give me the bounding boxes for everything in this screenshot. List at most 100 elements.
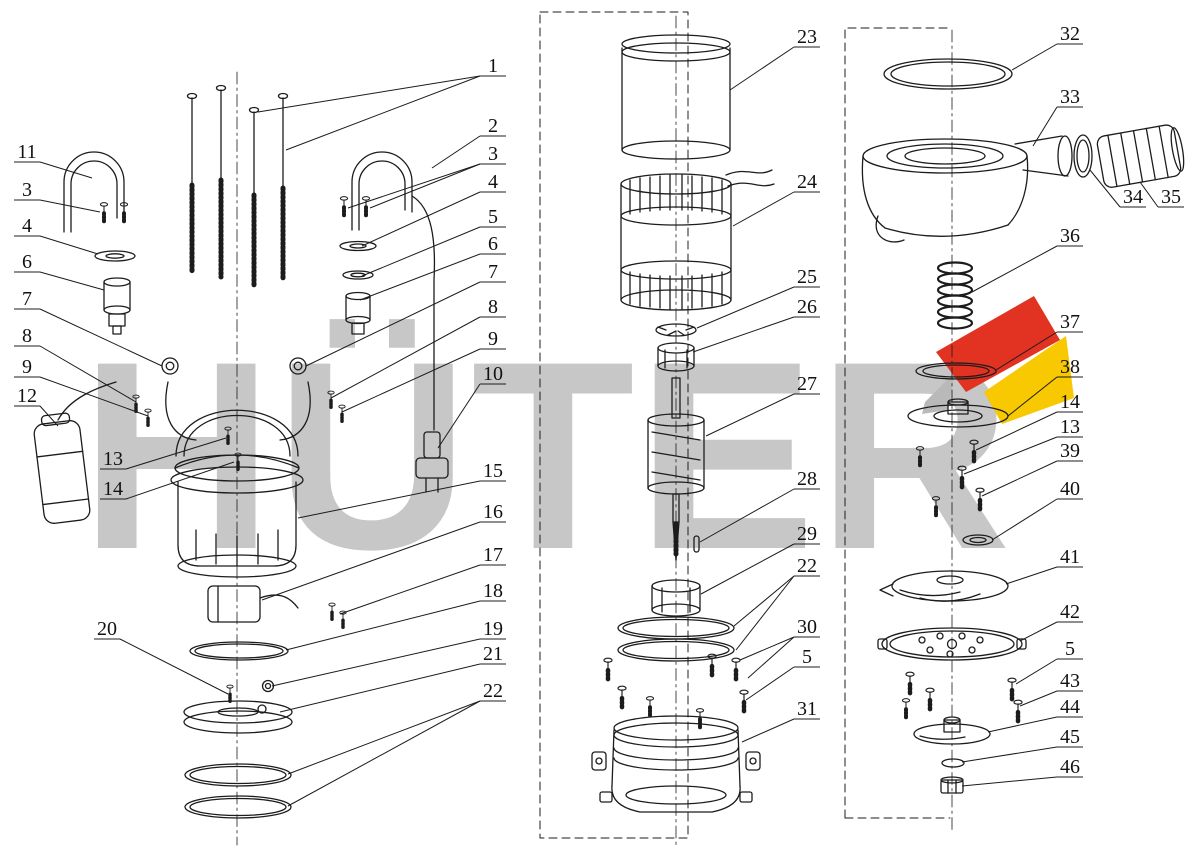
callout-label: 42 xyxy=(1060,601,1080,623)
callout-leader-line xyxy=(39,235,99,255)
callout-label: 25 xyxy=(797,266,817,288)
wear-plate xyxy=(877,627,1027,661)
lower-bearing xyxy=(651,579,701,617)
callout-leader-line xyxy=(971,245,1058,293)
callout-41: 41 xyxy=(1005,546,1083,585)
middle-assembly xyxy=(539,11,775,846)
callout-label: 27 xyxy=(797,373,817,395)
callout-label: 3 xyxy=(488,143,498,165)
callout-label: 14 xyxy=(1060,391,1080,413)
callout-leader-line xyxy=(1089,169,1121,208)
callout-label: 32 xyxy=(1060,23,1080,45)
callout-leader-line xyxy=(39,308,163,367)
callout-label: 7 xyxy=(488,261,498,283)
callout-label: 26 xyxy=(797,296,817,318)
brand-logo xyxy=(922,296,1074,424)
callout-33: 33 xyxy=(1032,86,1083,147)
capacitor xyxy=(207,585,261,623)
boundary-box-right xyxy=(844,27,951,819)
callout-leader-line xyxy=(700,543,795,595)
callout-label: 8 xyxy=(488,296,498,318)
callout-label: 22 xyxy=(797,555,817,577)
callout-label: 11 xyxy=(17,141,36,163)
callout-6: 6 xyxy=(359,233,506,301)
callout-44: 44 xyxy=(987,696,1083,733)
callout-leader-line xyxy=(699,488,795,543)
callout-leader-line xyxy=(437,383,481,449)
callout-label: 18 xyxy=(483,580,503,602)
callout-4: 4 xyxy=(361,171,506,247)
callout-label: 5 xyxy=(1065,638,1075,660)
callout-leader-line xyxy=(1032,106,1058,147)
rotor-shaft xyxy=(647,377,705,561)
callout-leader-line xyxy=(747,636,795,679)
callout-17: 17 xyxy=(339,544,506,615)
callout-5: 5 xyxy=(745,646,820,701)
callout-label: 28 xyxy=(797,468,817,490)
callout-leader-line xyxy=(735,575,795,651)
callout-leader-line xyxy=(1139,181,1159,208)
callout-38: 38 xyxy=(1007,356,1083,417)
callout-leader-line xyxy=(341,348,481,413)
wire-screws xyxy=(327,601,348,630)
washer-right xyxy=(339,240,377,252)
callout-leader-line xyxy=(361,226,481,277)
callout-leader-line xyxy=(39,345,137,403)
shaft-key xyxy=(693,535,700,553)
callout-leader-line xyxy=(745,666,795,701)
callout-label: 43 xyxy=(1060,670,1080,692)
callout-label: 46 xyxy=(1060,756,1080,778)
washer-small xyxy=(941,758,965,768)
callout-8: 8 xyxy=(14,325,137,403)
callout-label: 15 xyxy=(483,460,503,482)
callout-label: 22 xyxy=(483,680,503,702)
callout-label: 12 xyxy=(17,385,37,407)
callout-label: 38 xyxy=(1060,356,1080,378)
pump-head xyxy=(861,135,1073,243)
screw-set-lower xyxy=(902,672,1022,722)
lock-nut xyxy=(261,679,275,693)
callout-leader-line xyxy=(995,331,1058,371)
callout-14: 14 xyxy=(100,461,235,500)
callout-label: 14 xyxy=(103,478,123,500)
callout-leader-line xyxy=(125,437,227,470)
callout-label: 6 xyxy=(488,233,498,255)
callout-label: 6 xyxy=(22,251,32,273)
callout-leader-line xyxy=(1007,376,1058,417)
callout-7: 7 xyxy=(305,261,506,367)
callout-leader-line xyxy=(961,746,1058,763)
callout-label: 7 xyxy=(22,288,32,310)
upper-bearing xyxy=(657,342,695,372)
seal-cartridge-right xyxy=(345,291,371,335)
callout-21: 21 xyxy=(279,643,506,713)
callout-leader-line xyxy=(431,135,481,169)
callout-46: 46 xyxy=(961,756,1083,787)
callout-8: 8 xyxy=(330,296,506,399)
callout-label: 13 xyxy=(103,448,123,470)
callout-label: 9 xyxy=(22,356,32,378)
callout-leader-line xyxy=(729,46,795,91)
o-ring-top xyxy=(883,58,1013,90)
parts-drawing xyxy=(33,11,1185,846)
callout-19: 19 xyxy=(271,618,506,687)
callout-24: 24 xyxy=(732,171,820,227)
callout-label: 24 xyxy=(797,171,817,193)
callout-label: 17 xyxy=(483,544,503,566)
callout-13: 13 xyxy=(963,416,1083,475)
callout-leader-line xyxy=(39,271,105,291)
callout-leader-line xyxy=(741,718,795,743)
lock-washer xyxy=(655,323,697,337)
impeller-plate xyxy=(183,700,293,734)
callout-label: 29 xyxy=(797,523,817,545)
callout-leader-line xyxy=(257,75,481,113)
callout-15: 15 xyxy=(297,460,506,519)
callout-20: 20 xyxy=(94,618,229,695)
callout-3: 3 xyxy=(14,179,101,213)
callout-leader-line xyxy=(981,460,1058,497)
impeller-secondary xyxy=(913,716,991,745)
callout-label: 35 xyxy=(1161,186,1181,208)
callout-leader-line xyxy=(359,253,481,301)
callout-leader-line xyxy=(733,575,795,627)
callout-label: 31 xyxy=(797,698,817,720)
callout-9: 9 xyxy=(341,328,506,413)
